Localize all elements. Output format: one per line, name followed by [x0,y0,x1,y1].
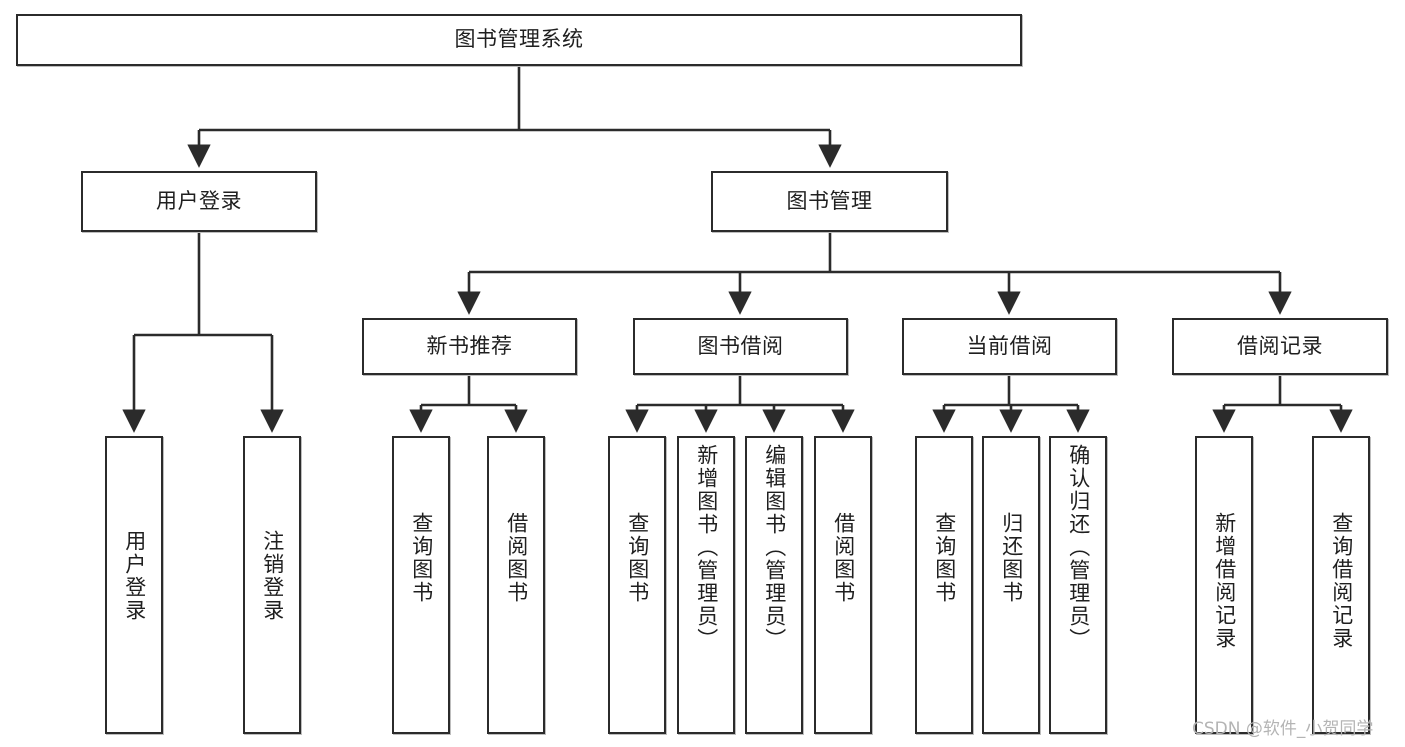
node-leaf-query-book-3[interactable]: 查询图书 [915,436,973,734]
watermark: CSDN @软件_小贺同学 [1192,719,1374,739]
node-leaf-return-book-label: 归还图书 [999,512,1024,604]
node-current-borrow[interactable]: 当前借阅 [902,318,1117,375]
node-leaf-edit-book-admin[interactable]: 编辑图书（管理员） [745,436,803,734]
node-borrow-record[interactable]: 借阅记录 [1172,318,1388,375]
node-leaf-query-book-2[interactable]: 查询图书 [608,436,666,734]
node-leaf-query-book-2-label: 查询图书 [625,512,650,604]
node-leaf-return-book[interactable]: 归还图书 [982,436,1040,734]
node-leaf-user-login-label: 用户登录 [122,530,147,622]
node-leaf-add-book-admin[interactable]: 新增图书（管理员） [677,436,735,734]
node-leaf-borrow-book-2-label: 借阅图书 [831,512,856,604]
node-book-borrow[interactable]: 图书借阅 [633,318,848,375]
node-user-login[interactable]: 用户登录 [81,171,317,232]
node-leaf-query-book-1[interactable]: 查询图书 [392,436,450,734]
node-root[interactable]: 图书管理系统 [16,14,1022,66]
node-book-borrow-label: 图书借阅 [697,333,784,358]
node-leaf-user-login[interactable]: 用户登录 [105,436,163,734]
node-leaf-query-borrow-record[interactable]: 查询借阅记录 [1312,436,1370,734]
node-new-book-recommend[interactable]: 新书推荐 [362,318,577,375]
node-borrow-record-label: 借阅记录 [1237,333,1323,358]
node-book-manage[interactable]: 图书管理 [711,171,948,232]
node-leaf-borrow-book-1-label: 借阅图书 [504,512,529,604]
node-leaf-add-book-admin-label: 新增图书（管理员） [694,444,719,651]
node-leaf-add-borrow-record-label: 新增借阅记录 [1212,512,1237,650]
node-leaf-query-book-3-label: 查询图书 [932,512,957,604]
node-root-label: 图书管理系统 [454,27,584,52]
node-leaf-edit-book-admin-label: 编辑图书（管理员） [762,444,787,651]
node-leaf-query-borrow-record-label: 查询借阅记录 [1329,512,1354,650]
node-leaf-logout-login[interactable]: 注销登录 [243,436,301,734]
node-leaf-confirm-return-admin[interactable]: 确认归还（管理员） [1049,436,1107,734]
node-leaf-borrow-book-2[interactable]: 借阅图书 [814,436,872,734]
node-leaf-query-book-1-label: 查询图书 [409,512,434,604]
node-new-book-recommend-label: 新书推荐 [426,333,513,358]
node-book-manage-label: 图书管理 [786,188,873,213]
node-leaf-logout-login-label: 注销登录 [260,530,285,622]
node-leaf-borrow-book-1[interactable]: 借阅图书 [487,436,545,734]
node-user-login-label: 用户登录 [156,188,242,213]
node-current-borrow-label: 当前借阅 [966,333,1053,358]
node-leaf-confirm-return-admin-label: 确认归还（管理员） [1066,444,1091,651]
node-leaf-add-borrow-record[interactable]: 新增借阅记录 [1195,436,1253,734]
